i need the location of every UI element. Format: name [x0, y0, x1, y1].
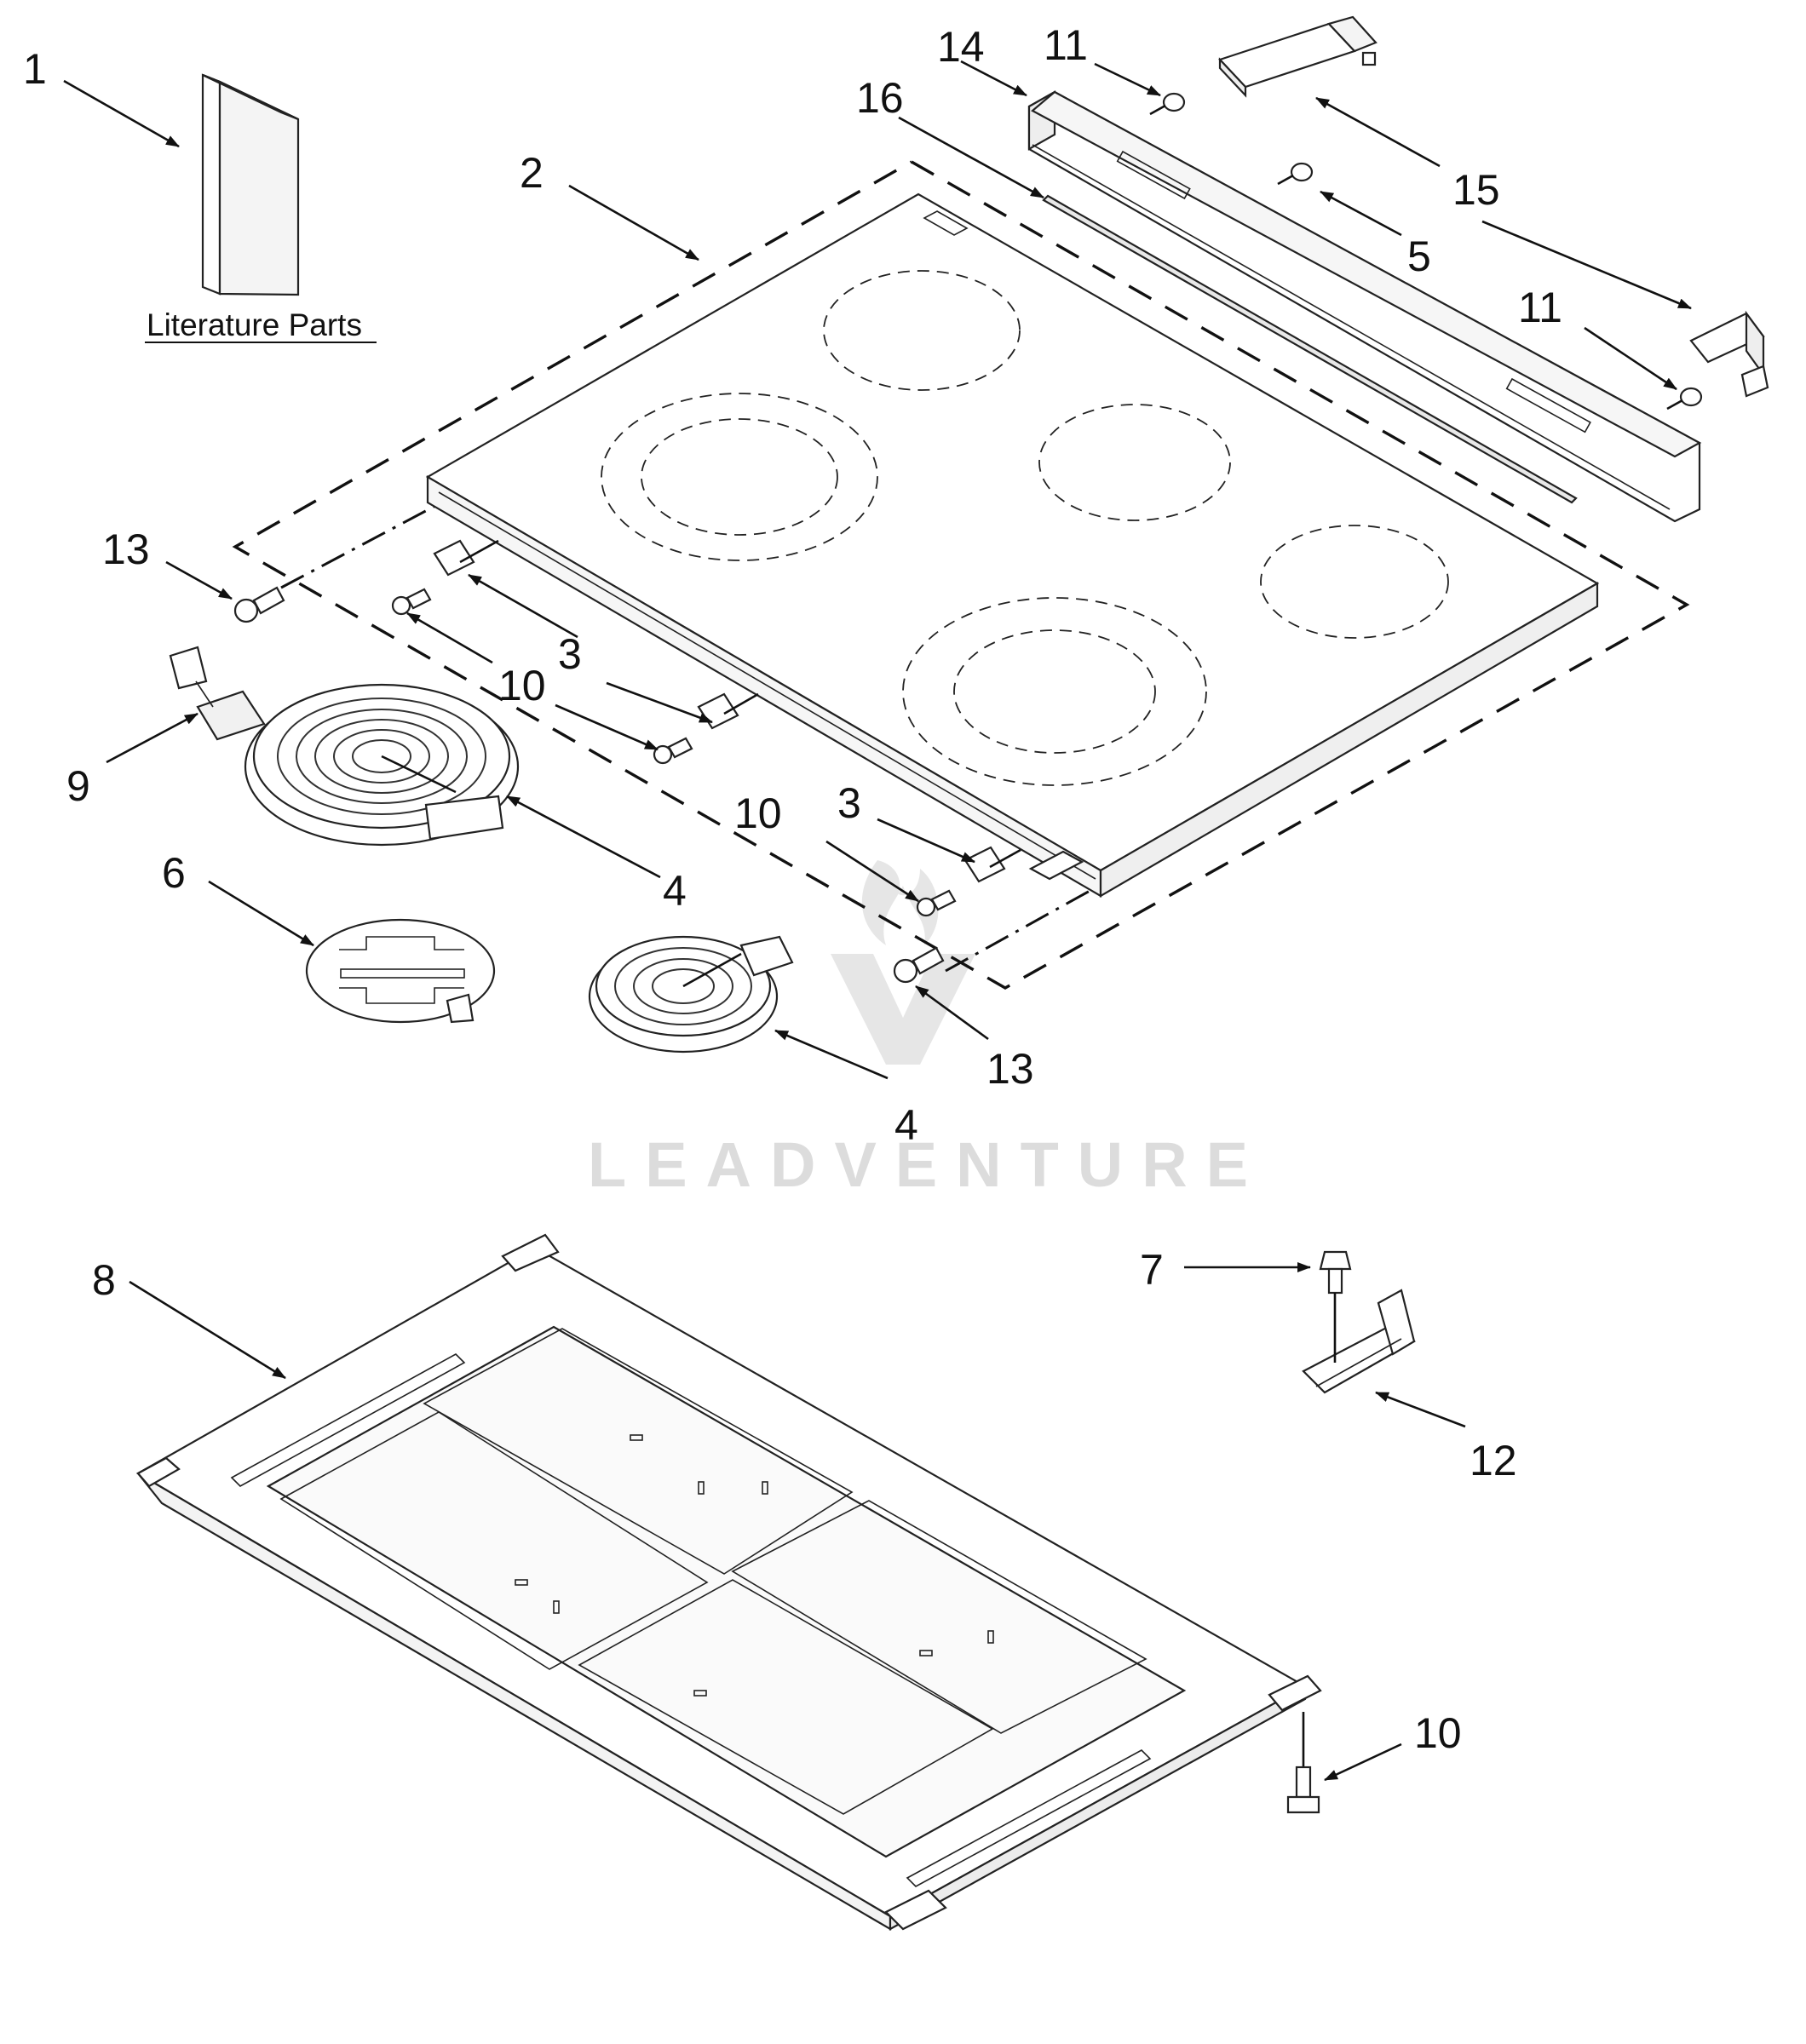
callout-4-large: 4	[663, 867, 687, 915]
callout-11-top: 11	[1044, 21, 1088, 69]
end-cap-bracket-right	[1689, 310, 1769, 398]
literature-label: Literature Parts	[147, 307, 362, 342]
screw-11-top	[1149, 92, 1186, 116]
callout-10-front: 10	[734, 789, 782, 837]
screw-10-bottom	[1286, 1712, 1320, 1814]
callout-11-right: 11	[1518, 284, 1562, 331]
callout-8: 8	[92, 1256, 116, 1304]
callout-14: 14	[937, 23, 985, 71]
callout-6: 6	[162, 849, 186, 897]
radiant-element-small	[588, 935, 794, 1054]
leader-lines	[63, 60, 1692, 1782]
screw-13-front	[893, 946, 945, 984]
callout-2: 2	[520, 149, 544, 197]
corner-bracket-12	[1302, 1289, 1416, 1394]
callout-10-mid: 10	[498, 662, 546, 709]
clip-3-left	[433, 539, 499, 577]
literature-booklet	[201, 73, 300, 296]
screw-10-mid	[653, 737, 693, 765]
callout-13-front: 13	[986, 1045, 1034, 1093]
clip-3-mid	[697, 692, 759, 730]
cooking-zone-left-inner	[641, 418, 838, 536]
callout-4-small: 4	[894, 1101, 918, 1149]
clip-3-right	[963, 846, 1021, 883]
cooking-zone-right	[1260, 525, 1449, 639]
heat-shield-6	[305, 918, 496, 1024]
rear-seal-strip	[1042, 194, 1578, 504]
element-bracket-9	[169, 646, 266, 741]
cooktop-glass	[425, 192, 1600, 898]
callout-16: 16	[856, 74, 904, 122]
end-cap-bracket-top	[1218, 15, 1378, 98]
callout-3-upper: 3	[558, 630, 582, 678]
screw-5	[1277, 162, 1314, 186]
watermark: LEADVENTURE	[588, 860, 1267, 1200]
watermark-logo	[831, 860, 975, 1065]
assembly-boundary	[232, 160, 1690, 990]
cooking-zone-left-outer	[601, 393, 878, 561]
burner-box	[135, 1233, 1322, 1931]
screw-10-front	[916, 889, 957, 917]
callout-12: 12	[1470, 1437, 1517, 1484]
screw-13-left	[233, 586, 285, 623]
screw-11-right	[1666, 387, 1703, 411]
screw-7	[1319, 1250, 1352, 1363]
cooking-zone-front-outer	[902, 597, 1207, 786]
callout-7: 7	[1140, 1246, 1164, 1294]
mount-axis-right	[945, 884, 1100, 973]
cooking-zone-rear-left	[823, 270, 1021, 391]
screw-10-left	[391, 588, 432, 616]
callout-5: 5	[1407, 233, 1431, 280]
rear-trim-panel	[1027, 90, 1702, 523]
callout-9: 9	[66, 762, 90, 810]
callout-1: 1	[23, 45, 47, 93]
callout-3-lower: 3	[837, 779, 861, 827]
callout-10-bottom: 10	[1414, 1709, 1462, 1757]
callout-15: 15	[1452, 166, 1500, 214]
radiant-element-large	[244, 683, 520, 847]
cooking-zone-center	[1038, 404, 1231, 521]
callouts: 1 2 3 3 4 4 5 6 7 8 9 10 10 10 11 11 12 …	[23, 21, 1562, 1757]
callout-13-left: 13	[102, 525, 150, 573]
cooking-zone-front-inner	[953, 629, 1156, 754]
watermark-text: LEADVENTURE	[588, 1129, 1267, 1200]
